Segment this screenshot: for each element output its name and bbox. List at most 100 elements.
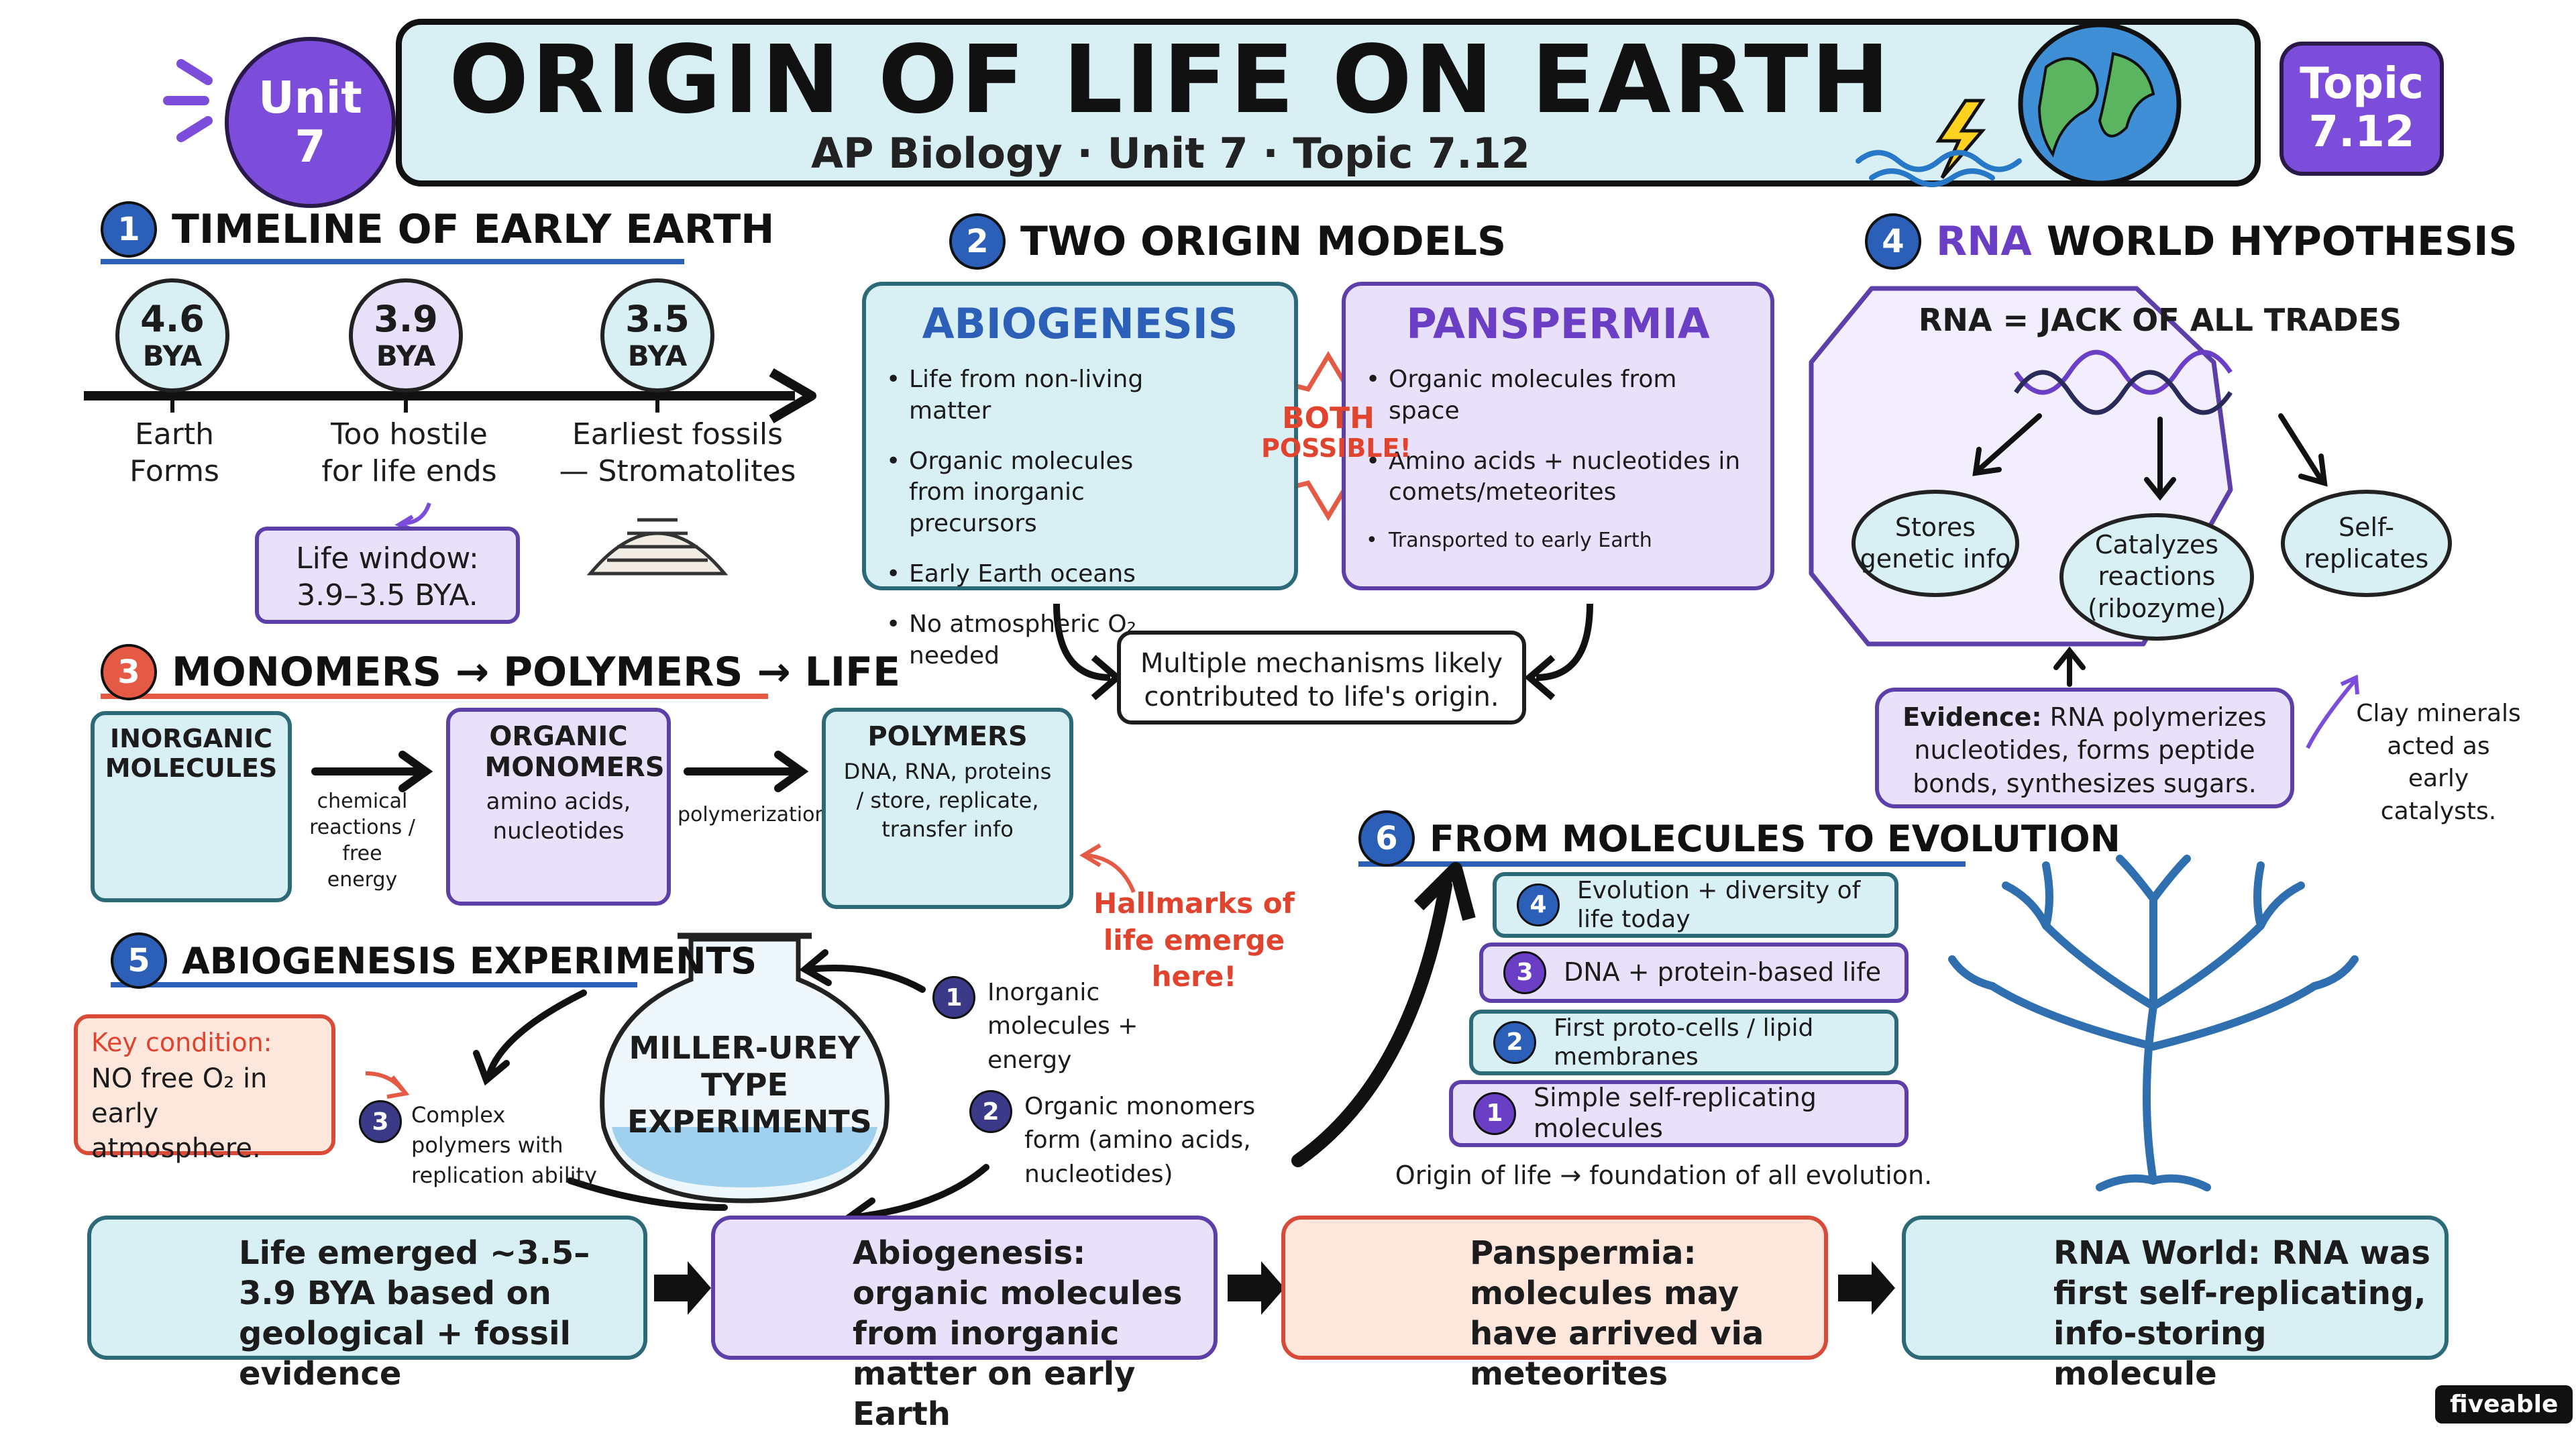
section5-heading: 5 ABIOGENESIS EXPERIMENTS <box>111 932 757 989</box>
section3-heading: 3 MONOMERS → POLYMERS → LIFE <box>101 644 900 700</box>
rna-subheading: RNA = JACK OF ALL TRADES <box>1918 302 2402 338</box>
timeline-unit: BYA <box>376 339 436 372</box>
section2-heading: 2 TWO ORIGIN MODELS <box>949 213 1506 270</box>
both-possible-label: BOTH POSSIBLE! <box>1261 402 1411 464</box>
hallmarks-note: Hallmarks of life emerge here! <box>1093 887 1295 994</box>
stage-text: First proto-cells / lipid membranes <box>1554 1014 1814 1071</box>
abiogenesis-bullet: Life from non-living matter <box>886 364 1175 427</box>
arrow-label-chemical: chemical reactions / free energy <box>309 790 415 892</box>
key-condition-title: Key condition: <box>91 1028 272 1057</box>
evolution-stage-4: 4 Evolution + diversity of life today <box>1493 872 1898 938</box>
page-title: ORIGIN OF LIFE ON EARTH <box>449 25 1892 135</box>
section1-number: 1 <box>101 201 157 258</box>
life-window-label: Life window: <box>296 541 479 576</box>
step-number: 3 <box>359 1100 402 1143</box>
inorganic-title: INORGANIC MOLECULES <box>105 724 278 783</box>
section2-number: 2 <box>949 213 1006 270</box>
stage-text: Simple self-replicating molecules <box>1534 1083 1817 1143</box>
both-possible-line2: POSSIBLE! <box>1261 433 1411 464</box>
timeline-marker-3-5: 3.5 BYA <box>600 278 714 392</box>
flask-label: MILLER-UREY TYPE EXPERIMENTS <box>627 1030 872 1140</box>
stromatolite-icon <box>586 518 729 576</box>
polymers-desc: DNA, RNA, proteins / store, replicate, t… <box>843 759 1052 843</box>
abiogenesis-card: ABIOGENESIS Life from non-living matter … <box>862 282 1298 669</box>
panspermia-bullet: Amino acids + nucleotides in comets/mete… <box>1366 446 1741 509</box>
step-number: 2 <box>969 1090 1012 1133</box>
summary-text-2: Abiogenesis: organic molecules from inor… <box>853 1234 1183 1433</box>
rna-role-stores: Stores genetic info <box>1851 490 2019 597</box>
section5-title: ABIOGENESIS EXPERIMENTS <box>182 939 757 982</box>
topic-badge-label: Topic <box>2300 59 2424 109</box>
timeline-value: 4.6 <box>140 297 205 340</box>
experiment-step-2: 2 Organic monomers form (amino acids, nu… <box>969 1090 1258 1191</box>
timeline-value: 3.9 <box>374 297 438 340</box>
rna-evidence-text: RNA polymerizes nucleotides, forms pepti… <box>1913 702 2267 798</box>
rna-role-catalyzes: Catalyzes reactions (ribozyme) <box>2059 513 2254 641</box>
summary-card-3: Panspermia: molecules may have arrived v… <box>1281 1216 1828 1393</box>
page-subtitle: AP Biology · Unit 7 · Topic 7.12 <box>811 129 1530 178</box>
sparkle-icon <box>163 59 213 142</box>
rna-role-self-replicates: Self-replicates <box>2281 490 2452 597</box>
section4-number: 4 <box>1865 213 1921 270</box>
timeline-unit: BYA <box>142 339 203 372</box>
timeline-marker-3-9: 3.9 BYA <box>349 278 463 392</box>
abiogenesis-bullet: Organic molecules from inorganic precurs… <box>886 446 1175 540</box>
stage-number: 4 <box>1517 883 1560 926</box>
clay-minerals-note: Clay minerals acted as early catalysts. <box>2356 700 2521 825</box>
fiveable-logo: fiveable <box>2435 1385 2573 1424</box>
abiogenesis-bullet: No atmospheric O₂ needed <box>886 609 1175 672</box>
arrow-label-polymerization: polymerization <box>678 803 828 826</box>
abiogenesis-title: ABIOGENESIS <box>922 299 1238 348</box>
life-window-box: Life window: 3.9–3.5 BYA. <box>255 527 520 624</box>
stage-number: 3 <box>1503 951 1546 994</box>
step-text: Organic monomers form (amino acids, nucl… <box>1024 1093 1256 1188</box>
unit-badge-label: Unit <box>258 71 362 123</box>
key-condition-box: Key condition: NO free O₂ in early atmos… <box>74 1014 335 1164</box>
section4-title: WORLD HYPOTHESIS <box>2046 218 2518 265</box>
step-text: Complex polymers with replication abilit… <box>411 1102 597 1188</box>
summary-card-1: Life emerged ~3.5–3.9 BYA based on geolo… <box>87 1216 647 1393</box>
section2-title: TWO ORIGIN MODELS <box>1020 218 1507 265</box>
panspermia-bullet: Organic molecules from space <box>1366 364 1741 427</box>
timeline-arrowhead <box>769 368 816 424</box>
stage-number: 1 <box>1473 1092 1516 1135</box>
tree-of-life-icon <box>1948 855 2359 1191</box>
organic-monomers-box: ORGANIC MONOMERS amino acids, nucleotide… <box>446 708 671 906</box>
panspermia-title: PANSPERMIA <box>1406 299 1710 348</box>
organic-title: ORGANIC MONOMERS <box>484 721 665 783</box>
rna-evidence-label: Evidence: <box>1902 702 2042 732</box>
summary-text-1: Life emerged ~3.5–3.9 BYA based on geolo… <box>239 1234 590 1393</box>
summary-card-4: RNA World: RNA was first self-replicatin… <box>1902 1216 2449 1393</box>
stage-number: 2 <box>1493 1021 1536 1064</box>
section1-heading: 1 TIMELINE OF EARLY EARTH <box>101 201 774 258</box>
topic-badge: Topic 7.12 <box>2279 42 2444 176</box>
unit-badge: Unit 7 <box>225 37 396 208</box>
rna-helix-icon <box>2014 350 2233 415</box>
step-text: Inorganic molecules + energy <box>987 979 1138 1074</box>
timeline-marker-4-6: 4.6 BYA <box>115 278 229 392</box>
organic-desc: amino acids, nucleotides <box>486 788 631 845</box>
section6-number: 6 <box>1358 810 1415 867</box>
timeline-value: 3.5 <box>625 297 690 340</box>
timeline-unit: BYA <box>627 339 688 372</box>
section6-title: FROM MOLECULES TO EVOLUTION <box>1430 817 2121 860</box>
key-condition-text: NO free O₂ in early atmosphere. <box>91 1063 268 1164</box>
rna-evidence-box: Evidence: RNA polymerizes nucleotides, f… <box>1875 688 2294 808</box>
step-number: 1 <box>932 976 975 1019</box>
evolution-stage-2: 2 First proto-cells / lipid membranes <box>1469 1010 1898 1075</box>
polymers-box: POLYMERS DNA, RNA, proteins / store, rep… <box>822 708 1073 909</box>
panspermia-bullet: Transported to early Earth <box>1366 527 1741 553</box>
models-conclusion-box: Multiple mechanisms likely contributed t… <box>1117 631 1526 724</box>
summary-card-2: Abiogenesis: organic molecules from inor… <box>711 1216 1218 1433</box>
life-window-value: 3.9–3.5 BYA. <box>297 578 478 612</box>
experiment-step-3: 3 Complex polymers with replication abil… <box>359 1100 600 1190</box>
timeline-label-earth-forms: Earth Forms <box>129 417 219 488</box>
timeline-label-earliest-fossils: Earliest fossils — Stromatolites <box>559 417 796 488</box>
section3-number: 3 <box>101 644 157 700</box>
timeline-label-too-hostile: Too hostile for life ends <box>321 417 497 488</box>
section4-heading: 4 RNA WORLD HYPOTHESIS <box>1865 213 2518 270</box>
topic-badge-number: 7.12 <box>2308 107 2415 157</box>
evolution-stage-3: 3 DNA + protein-based life <box>1479 943 1909 1003</box>
summary-text-4: RNA World: RNA was first self-replicatin… <box>2053 1234 2430 1393</box>
abiogenesis-bullets: Life from non-living matter Organic mole… <box>886 364 1175 672</box>
